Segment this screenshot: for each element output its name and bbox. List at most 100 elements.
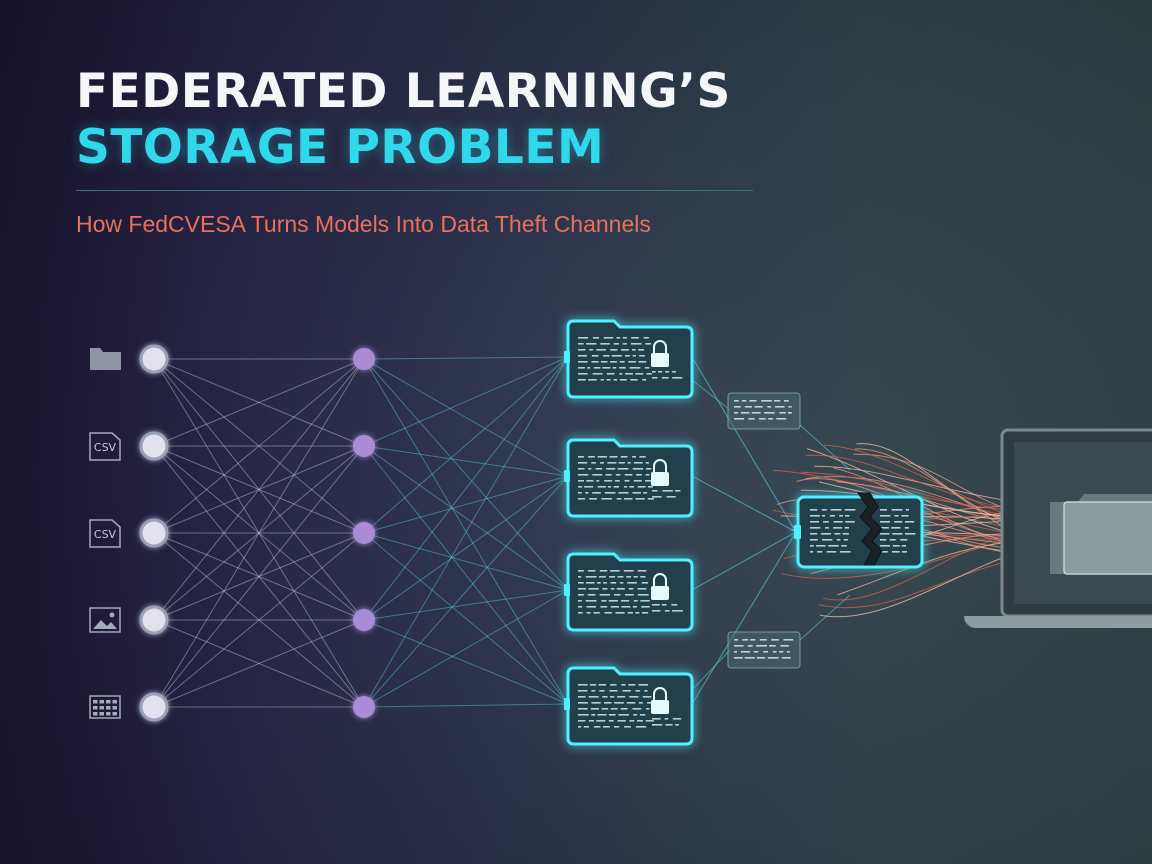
code-line	[633, 462, 643, 464]
code-line	[578, 594, 584, 596]
code-line	[810, 527, 821, 529]
code-line	[599, 570, 608, 572]
code-line	[783, 639, 794, 641]
code-line	[625, 373, 633, 375]
code-line	[665, 724, 673, 726]
panel-frame	[727, 392, 801, 430]
code-line	[820, 533, 831, 535]
code-line	[578, 696, 586, 698]
code-line	[629, 367, 641, 369]
connection-line	[153, 445, 365, 708]
connection-line	[153, 358, 365, 534]
sheet-frame	[89, 695, 121, 719]
code-line	[788, 412, 792, 414]
code-line	[597, 456, 607, 458]
code-line	[595, 468, 603, 470]
network-nodes	[139, 344, 375, 722]
crack-mark	[857, 492, 883, 566]
code-line	[626, 576, 632, 578]
code-line	[776, 418, 787, 420]
connection-line	[153, 358, 365, 621]
image-sun	[109, 612, 115, 618]
code-line	[769, 645, 776, 647]
code-line	[640, 714, 646, 716]
connection-line	[363, 356, 569, 708]
code-line	[632, 468, 644, 470]
sheet-cell	[93, 706, 98, 710]
code-line	[652, 496, 662, 498]
code-line	[612, 367, 617, 369]
sheet-cell	[93, 712, 98, 716]
connection-line	[691, 531, 797, 591]
code-line	[585, 492, 589, 494]
code-line	[603, 726, 610, 728]
code-line	[591, 462, 596, 464]
code-line	[610, 349, 618, 351]
lock-icon	[651, 700, 669, 714]
connection-line	[363, 532, 569, 591]
code-line	[602, 367, 611, 369]
code-line	[578, 570, 584, 572]
code-line	[642, 696, 652, 698]
code-line	[628, 361, 636, 363]
code-line	[613, 343, 619, 345]
code-line	[652, 610, 661, 612]
code-line	[578, 726, 582, 728]
code-line	[880, 545, 891, 547]
code-line	[646, 708, 650, 710]
csv-label: CSV	[94, 441, 117, 454]
code-line	[880, 527, 889, 529]
code-line	[734, 400, 739, 402]
code-line	[606, 468, 616, 470]
code-line	[629, 486, 634, 488]
code-line	[607, 486, 611, 488]
connection-line	[799, 424, 851, 471]
code-line	[613, 486, 619, 488]
connection-line	[153, 358, 365, 447]
code-line	[614, 702, 624, 704]
connection-line	[691, 379, 731, 411]
folder-module-connections	[691, 356, 851, 705]
code-line	[604, 492, 616, 494]
connection-line	[363, 358, 569, 705]
code-line	[621, 349, 629, 351]
code-line	[632, 492, 641, 494]
connection-line	[153, 532, 365, 708]
code-line	[578, 480, 584, 482]
code-line	[617, 720, 626, 722]
code-line	[645, 462, 649, 464]
hidden-node	[353, 435, 375, 457]
lock-icon	[651, 472, 669, 486]
code-line	[610, 606, 620, 608]
code-line	[763, 651, 769, 653]
code-line	[905, 533, 916, 535]
code-line	[638, 684, 648, 686]
folder-icon	[90, 348, 121, 370]
code-line	[596, 349, 606, 351]
code-line	[645, 474, 650, 476]
data-panel	[727, 392, 801, 430]
code-line	[593, 726, 601, 728]
code-line	[620, 600, 630, 602]
code-line	[610, 361, 617, 363]
code-line	[744, 657, 755, 659]
code-line	[578, 373, 588, 375]
code-line	[617, 696, 626, 698]
connection-line	[363, 356, 569, 360]
code-line	[578, 498, 585, 500]
connection-line	[691, 356, 797, 533]
code-line	[589, 684, 597, 686]
code-line	[643, 492, 648, 494]
code-line	[833, 521, 843, 523]
code-line	[616, 337, 621, 339]
input-node	[139, 518, 169, 548]
code-line	[639, 456, 646, 458]
code-line	[734, 651, 737, 653]
code-line	[609, 576, 616, 578]
connection-line	[153, 445, 365, 708]
code-line	[672, 377, 683, 379]
connection-line	[153, 358, 365, 708]
image-mountains	[93, 620, 117, 629]
code-line	[891, 551, 900, 553]
code-line	[632, 355, 636, 357]
